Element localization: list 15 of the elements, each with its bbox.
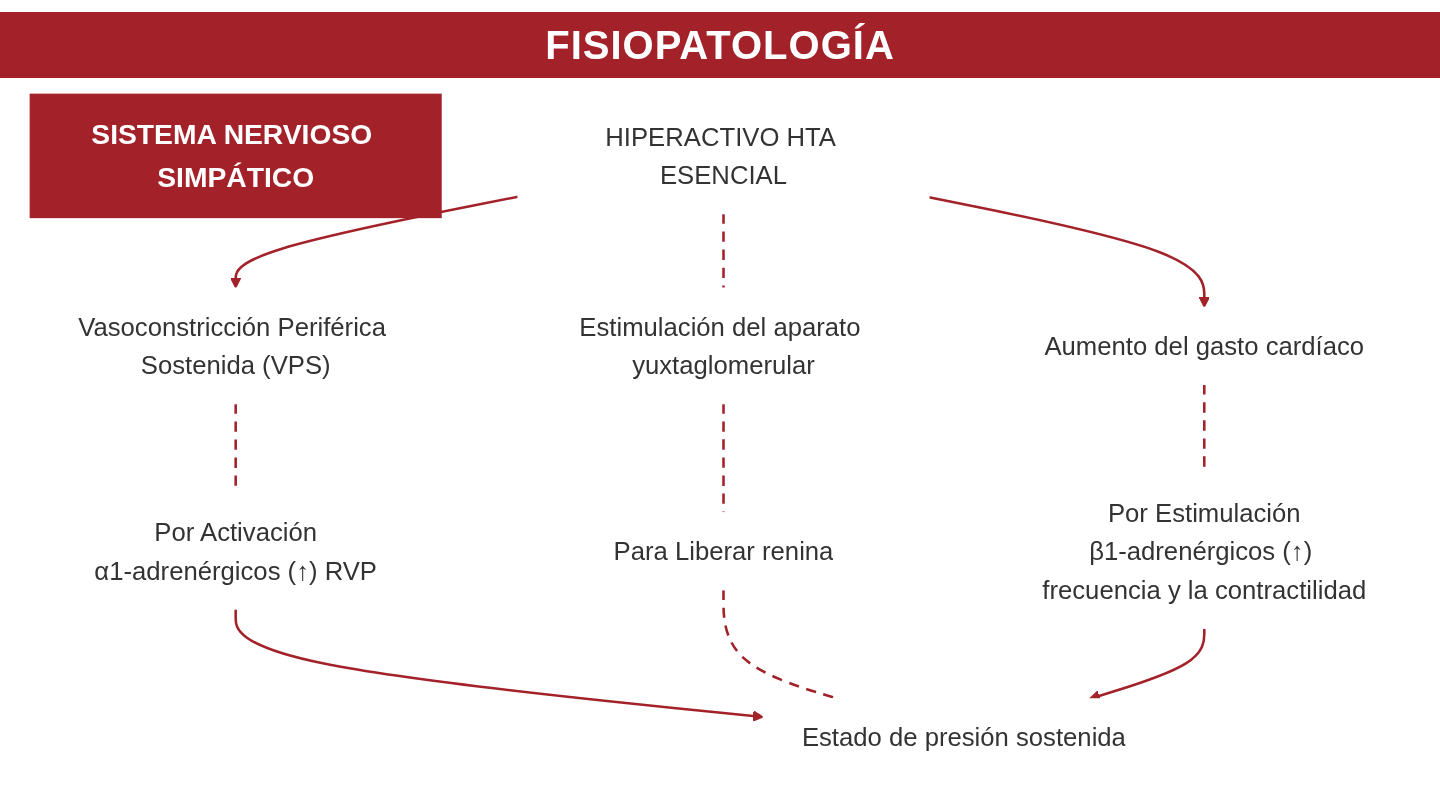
node-box xyxy=(29,93,442,219)
node-text: Por Estimulación β1-adrenérgicos (↑) frecuencia y la contractilidad xyxy=(1042,498,1367,604)
node-text: HIPERACTIVO HTA ESENCIAL xyxy=(605,122,835,190)
title-banner: FISIOPATOLOGÍA xyxy=(0,12,1440,78)
node-text: Por Activación α1-adrenérgicos (↑) RVP xyxy=(94,517,378,585)
connector xyxy=(722,213,725,289)
arrow xyxy=(928,196,1210,308)
flowchart-drawing: SISTEMA NERVIOSO SIMPÁTICO HIPERACTIVO HTA ESENCIAL Vasoconstricción Periférica Sostenida (VPS) Estimulación del aparato yuxtaglomerular Aumento del gasto cardíaco Por Activación α1-adrenérgicos (↑) RVP Para Liberar renina Por Estimulación β1-adrenérgicos (↑) frecuencia y la contractilidad Estado de presión sostenida xyxy=(20,84,1420,787)
node-text: Estimulación del aparato yuxtaglomerular xyxy=(579,312,861,380)
arrow xyxy=(230,195,519,289)
node-text: Vasoconstricción Periférica Sostenida (VPS) xyxy=(78,312,386,380)
node-text: Aumento del gasto cardíaco xyxy=(1044,331,1365,360)
arrow xyxy=(234,609,764,722)
node-text: Estado de presión sostenida xyxy=(801,723,1126,752)
node-text: Para Liberar renina xyxy=(613,537,834,566)
